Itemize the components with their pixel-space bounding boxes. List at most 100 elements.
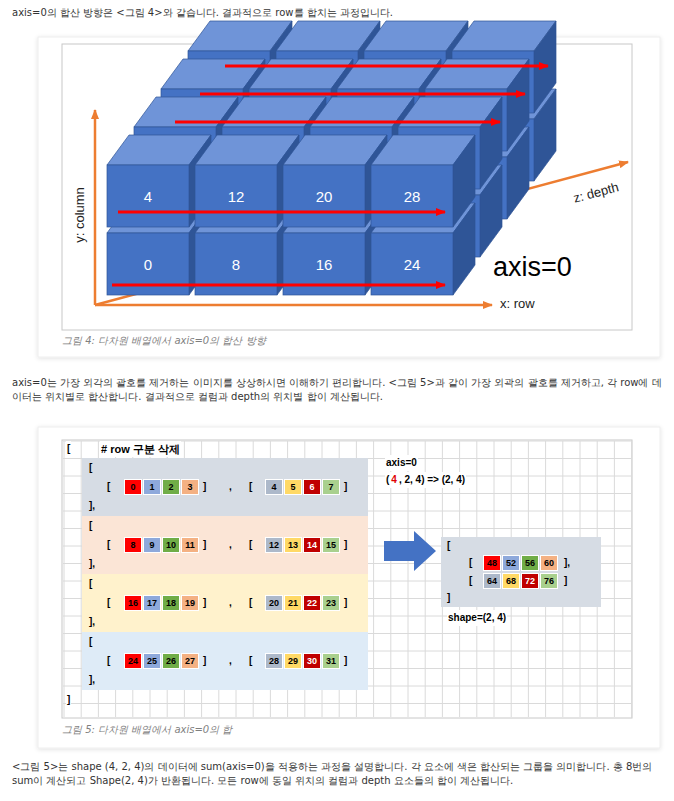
cell-value: 24 <box>128 656 138 666</box>
bracket: ] <box>344 479 347 495</box>
array-cell: 0 <box>124 479 142 495</box>
bracket: ] <box>344 595 347 611</box>
cell-value: 23 <box>326 598 336 608</box>
cube-stack <box>107 21 556 295</box>
bracket: ] <box>344 653 347 669</box>
cell-value: 8 <box>130 540 135 550</box>
cell-value: 76 <box>544 576 554 586</box>
grid-line <box>614 441 615 717</box>
bracket: [ <box>447 538 450 554</box>
cube-number: 0 <box>107 233 189 295</box>
cube-side <box>453 135 475 227</box>
bracket: [ <box>66 441 71 457</box>
bracket: [ <box>249 653 252 669</box>
bracket: [ <box>107 653 110 669</box>
cube-front <box>107 165 189 227</box>
row-band <box>82 516 368 574</box>
result-band <box>441 537 601 607</box>
bracket: ], <box>89 614 95 630</box>
array-cell: 31 <box>322 653 340 669</box>
sum-arrows <box>112 66 548 285</box>
paragraph: axis=0의 합산 방향은 <그림 4>와 같습니다. 결과적으로 row를 … <box>12 6 667 20</box>
cube-number: 28 <box>371 165 453 227</box>
cell-value: 72 <box>525 576 535 586</box>
cell-value: 12 <box>269 540 279 550</box>
figure-frame <box>38 37 660 357</box>
cell-value: 48 <box>487 558 497 568</box>
shape-change: , 2, 4) => (2, 4) <box>398 472 466 488</box>
array-cell: 27 <box>181 653 199 669</box>
result-cell: 76 <box>540 573 558 589</box>
cube-value: 0 <box>144 256 152 273</box>
cell-value: 28 <box>269 656 279 666</box>
result-cell: 68 <box>502 573 520 589</box>
array-cell: 24 <box>124 653 142 669</box>
cell-value: 30 <box>307 656 317 666</box>
figure-frame <box>38 427 660 748</box>
sheet-header: # row 구분 삭제 <box>100 441 181 457</box>
bracket: [ <box>469 555 472 571</box>
array-cell: 25 <box>143 653 161 669</box>
result-cell: 48 <box>483 555 501 571</box>
array-cell: 7 <box>322 479 340 495</box>
grid-line <box>64 441 65 717</box>
operation-label: axis=0 <box>385 455 418 471</box>
bracket: [ <box>249 537 252 553</box>
bracket: ], <box>89 498 95 514</box>
array-cell: 16 <box>124 595 142 611</box>
shape-change: 4 <box>390 472 398 488</box>
array-cell: 30 <box>303 653 321 669</box>
array-cell: 15 <box>322 537 340 553</box>
axis-label: y: column <box>73 187 87 243</box>
cell-value: 26 <box>166 656 176 666</box>
separator: , <box>229 479 232 495</box>
bracket: [ <box>469 573 472 589</box>
cube-value: 12 <box>228 188 245 205</box>
row-band <box>82 458 368 516</box>
bracket: ], <box>564 555 570 571</box>
paragraph: axis=0는 가장 외각의 괄호를 제거하는 이미지를 상상하시면 이해하기 … <box>12 376 667 404</box>
array-cell: 2 <box>162 479 180 495</box>
cube-number: 16 <box>283 233 365 295</box>
bracket: [ <box>89 518 92 534</box>
grid-line <box>81 441 82 717</box>
cell-value: 52 <box>506 558 516 568</box>
block-arrow <box>384 531 436 571</box>
array-cell: 10 <box>162 537 180 553</box>
array-cell: 29 <box>284 653 302 669</box>
bracket: ] <box>344 537 347 553</box>
cube-value: 24 <box>404 256 421 273</box>
array-cell: 20 <box>265 595 283 611</box>
cell-value: 68 <box>506 576 516 586</box>
array-cell: 23 <box>322 595 340 611</box>
bracket: ] <box>203 595 206 611</box>
bracket: ] <box>203 479 206 495</box>
cube-value: 28 <box>404 188 421 205</box>
bracket: [ <box>89 460 92 476</box>
cube-value: 4 <box>144 188 152 205</box>
bracket: [ <box>107 537 110 553</box>
cell-value: 1 <box>149 482 154 492</box>
bracket: ] <box>203 537 206 553</box>
cell-value: 27 <box>185 656 195 666</box>
cell-value: 0 <box>130 482 135 492</box>
sum-arrow <box>118 211 445 214</box>
bracket: ] <box>564 573 567 589</box>
figure-caption: 그림 4: 다차원 배열에서 axis=0의 합산 방향 <box>62 334 266 348</box>
separator: , <box>229 653 232 669</box>
cube-front <box>371 165 453 227</box>
result-cell: 72 <box>521 573 539 589</box>
cell-value: 13 <box>288 540 298 550</box>
cell-value: 3 <box>187 482 192 492</box>
bracket: ] <box>447 590 450 606</box>
array-cell: 17 <box>143 595 161 611</box>
array-cell: 3 <box>181 479 199 495</box>
result-cell: 60 <box>540 555 558 571</box>
bracket: ], <box>89 556 95 572</box>
grid-line <box>631 441 632 717</box>
cell-value: 19 <box>185 598 195 608</box>
array-cell: 5 <box>284 479 302 495</box>
cell-value: 6 <box>309 482 314 492</box>
cell-value: 4 <box>271 482 276 492</box>
array-cell: 14 <box>303 537 321 553</box>
